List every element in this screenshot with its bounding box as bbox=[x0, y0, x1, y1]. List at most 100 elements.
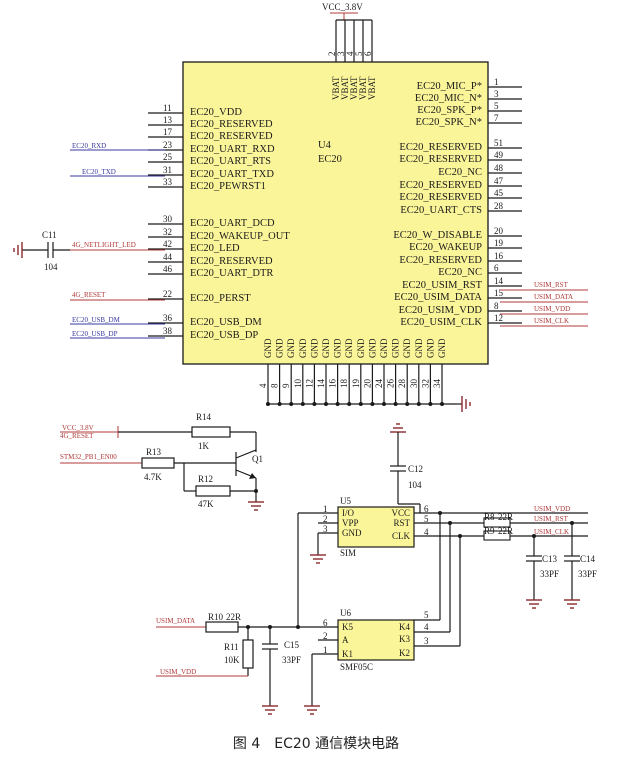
r13-ref: R13 bbox=[146, 447, 162, 457]
vbat-pin-label: VBAT bbox=[331, 76, 341, 100]
gnd-pin-label: GND bbox=[367, 338, 377, 358]
u4-right-pin-number: 47 bbox=[494, 176, 504, 186]
u4-left-pin-name: EC20_USB_DP bbox=[190, 330, 258, 341]
u4-right-pin-number: 15 bbox=[494, 288, 504, 298]
r9-value: 22R bbox=[498, 526, 513, 536]
c15-ground-symbol bbox=[262, 705, 278, 715]
u4-left-pin-name: EC20_RESERVED bbox=[190, 256, 273, 267]
gnd-pin-label: GND bbox=[402, 338, 412, 358]
u4-right-pin-number: 16 bbox=[494, 251, 504, 261]
vbat-pin-number: 6 bbox=[363, 51, 373, 56]
gnd-pin-label: GND bbox=[356, 338, 366, 358]
c11-ground-symbol bbox=[13, 242, 23, 258]
u4-left-pin-name: EC20_PERST bbox=[190, 293, 251, 304]
u4-right-pin-number: 28 bbox=[494, 201, 504, 211]
gnd-pin-number: 26 bbox=[386, 379, 396, 389]
vbat-pin-number: 2 bbox=[327, 52, 337, 57]
gnd-pin-label: GND bbox=[379, 338, 389, 358]
r13-resistor bbox=[141, 457, 175, 469]
u4-left-pin-number: 17 bbox=[163, 127, 173, 137]
esd-left-pin-name: A bbox=[342, 635, 349, 645]
u4-right-pin-name: EC20_WAKEUP bbox=[409, 242, 482, 253]
u4-right-pin-name: EC20_MIC_P* bbox=[417, 81, 482, 92]
u4-value: EC20 bbox=[318, 154, 342, 165]
u4-left-pin-name: EC20_RESERVED bbox=[190, 119, 273, 130]
u6-smf05c-body bbox=[337, 619, 415, 661]
net-usb-dm: EC20_USB_DM bbox=[72, 316, 121, 324]
u5-name: SIM bbox=[340, 548, 356, 558]
esd-net-data: USIM_DATA bbox=[156, 617, 195, 625]
sim-ground-symbol bbox=[310, 554, 326, 564]
gnd-pin-number: 19 bbox=[351, 379, 361, 389]
gnd-pin-label: GND bbox=[263, 338, 273, 358]
u4-right-pin-number: 5 bbox=[494, 101, 499, 111]
r10-value: 22R bbox=[226, 612, 241, 622]
sim-left-pin-name: GND bbox=[342, 528, 362, 538]
u4-left-pin-name: EC20_RESERVED bbox=[190, 131, 273, 142]
c14-ground-symbol bbox=[564, 599, 580, 609]
q1-transistor bbox=[235, 449, 257, 479]
gnd-pin-label: GND bbox=[391, 338, 401, 358]
esd-right-pin-number: 4 bbox=[424, 622, 429, 632]
gnd-pin-number: 34 bbox=[432, 379, 442, 389]
reset-net-label: 4G_RESET bbox=[60, 432, 94, 440]
u4-right-pin-number: 3 bbox=[494, 89, 499, 99]
vcc-label: VCC_3.8V bbox=[322, 2, 363, 12]
gnd-pin-label: GND bbox=[275, 338, 285, 358]
vbat-pin-label: VBAT bbox=[367, 76, 377, 100]
c13-ground-symbol bbox=[526, 599, 542, 609]
esd-ground-symbol bbox=[304, 705, 320, 715]
u4-right-pin-number: 7 bbox=[494, 113, 499, 123]
u4-left-pin-name: EC20_LED bbox=[190, 243, 240, 254]
u4-right-pins: 1EC20_MIC_P*3EC20_MIC_N*5EC20_SPK_P*7EC2… bbox=[393, 77, 522, 328]
u4-left-pin-number: 42 bbox=[163, 239, 172, 249]
u4-right-pin-name: EC20_RESERVED bbox=[399, 180, 482, 191]
vbat-pin-lines bbox=[335, 20, 373, 62]
u4-right-pin-number: 1 bbox=[494, 77, 499, 87]
q1-ground-symbol bbox=[248, 501, 264, 511]
gnd-pin-label: GND bbox=[425, 338, 435, 358]
u4-right-pin-name: EC20_NC bbox=[438, 267, 482, 278]
r10-ref: R10 bbox=[208, 612, 224, 622]
u4-left-pin-name: EC20_UART_RXD bbox=[190, 144, 275, 155]
u4-left-pin-number: 25 bbox=[163, 152, 173, 162]
gnd-pin-number: 18 bbox=[339, 379, 349, 389]
u4-left-pin-number: 44 bbox=[163, 252, 173, 262]
sim-right-pin-name: CLK bbox=[392, 531, 411, 541]
r9-ref: R9 bbox=[484, 526, 495, 536]
u4-right-pin-name: EC20_USIM_DATA bbox=[394, 292, 482, 303]
net-usim-vdd: USIM_VDD bbox=[534, 305, 570, 313]
u4-right-pin-name: EC20_RESERVED bbox=[399, 154, 482, 165]
vbat-pin-number: 4 bbox=[345, 51, 355, 56]
net-ec20-txd: EC20_TXD bbox=[82, 168, 116, 176]
gnd-pin-label: GND bbox=[321, 338, 331, 358]
figure-caption: 图 4 EC20 通信模块电路 bbox=[232, 736, 400, 752]
esd-left-pin-number: 6 bbox=[323, 618, 328, 628]
u5-sim-body bbox=[337, 506, 415, 548]
esd-right-pin-name: K4 bbox=[399, 622, 410, 632]
vbat-pin-label: VBAT bbox=[340, 76, 350, 100]
u4-left-pin-name: EC20_UART_DTR bbox=[190, 268, 273, 279]
vbat-pin-number: 3 bbox=[336, 51, 346, 56]
sim-right-pin-name: VCC bbox=[391, 508, 410, 518]
c11-capacitor bbox=[22, 242, 70, 258]
gnd-pin-number: 12 bbox=[304, 379, 314, 388]
u4-left-pin-name: EC20_UART_RTS bbox=[190, 156, 271, 167]
u4-left-pin-number: 36 bbox=[163, 313, 173, 323]
u4-right-pin-name: EC20_MIC_N* bbox=[415, 93, 482, 104]
c11-value: 104 bbox=[44, 262, 58, 272]
u4-left-pin-number: 13 bbox=[163, 115, 173, 125]
u4-right-pin-number: 12 bbox=[494, 313, 503, 323]
u4-left-pin-name: EC20_USB_DM bbox=[190, 317, 262, 328]
r11-resistor bbox=[242, 639, 254, 669]
u4-left-pin-number: 23 bbox=[163, 140, 173, 150]
net-usim-data: USIM_DATA bbox=[534, 293, 573, 301]
sim-net-rst: USIM_RST bbox=[534, 515, 569, 523]
esd-left-pin-name: K5 bbox=[342, 622, 353, 632]
u4-left-pin-name: EC20_VDD bbox=[190, 107, 242, 118]
gnd-pin-label: GND bbox=[437, 338, 447, 358]
u4-right-pin-name: EC20_USIM_VDD bbox=[399, 305, 483, 316]
r11-ref: R11 bbox=[224, 642, 239, 652]
